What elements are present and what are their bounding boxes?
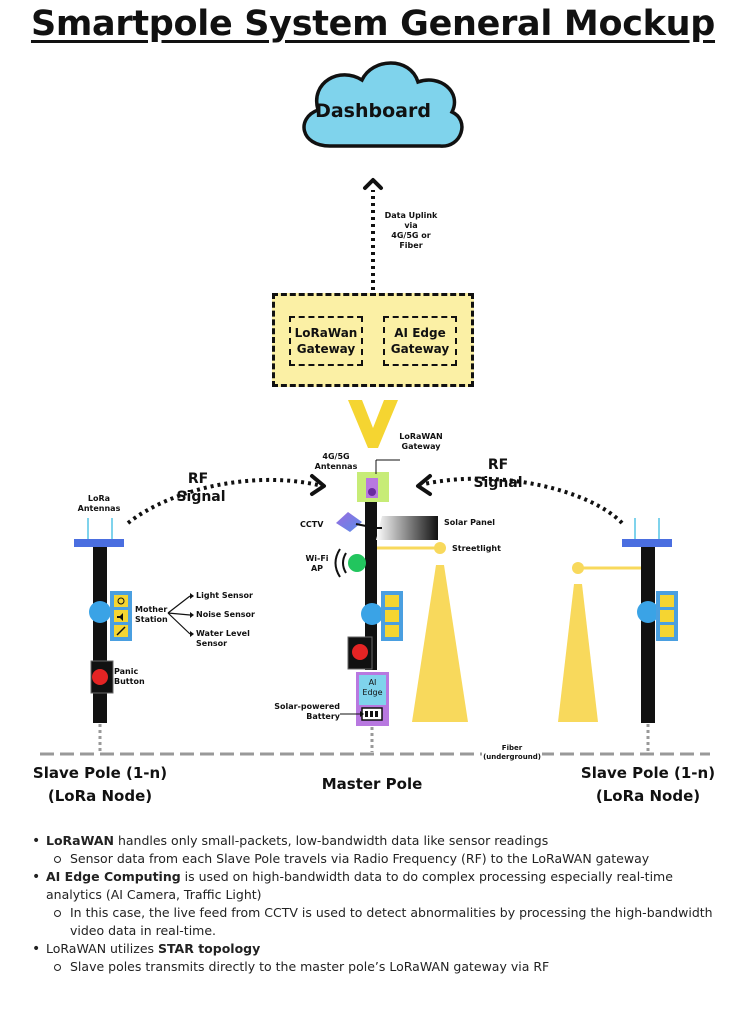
note-star-topology-sub: Slave poles transmits directly to the ma… bbox=[28, 958, 728, 976]
right-slave-pole bbox=[558, 518, 678, 752]
uplink-label: Data Uplink via 4G/5G or Fiber bbox=[384, 211, 438, 250]
rf-arc-right bbox=[423, 476, 624, 525]
solar-panel-label: Solar Panel bbox=[444, 518, 496, 527]
page-title: Smartpole System General Mockup bbox=[30, 4, 716, 44]
dashboard-label: Dashboard bbox=[315, 100, 431, 122]
note-lorawan-sub: Sensor data from each Slave Pole travels… bbox=[28, 850, 728, 868]
master-pole-label: Master Pole bbox=[321, 775, 423, 793]
gateway-chevron bbox=[348, 400, 398, 448]
streetlight-label: Streetlight bbox=[452, 544, 501, 553]
note-ai-edge-sub: In this case, the live feed from CCTV is… bbox=[28, 904, 728, 940]
fiber-label: Fiber(underground) bbox=[482, 744, 542, 762]
dashboard-cloud bbox=[302, 61, 464, 148]
left-slave-pole-label: Slave Pole (1-n)(LoRa Node) bbox=[32, 764, 168, 805]
right-slave-pole-label: Slave Pole (1-n)(LoRa Node) bbox=[580, 764, 716, 805]
left-slave-pole bbox=[74, 518, 194, 752]
master-pole bbox=[334, 459, 468, 752]
uplink-arrow bbox=[363, 178, 383, 290]
rf-arc-left bbox=[126, 478, 319, 525]
light-cone-right bbox=[558, 584, 598, 722]
light-sensor-label: Light Sensor bbox=[196, 591, 253, 600]
light-cone-master bbox=[412, 565, 468, 722]
note-star-topology: LoRaWAN utilizes STAR topology bbox=[28, 940, 728, 958]
notes-list: LoRaWAN handles only small-packets, low-… bbox=[28, 832, 728, 976]
note-ai-edge: AI Edge Computing is used on high-bandwi… bbox=[28, 868, 728, 904]
noise-sensor-label: Noise Sensor bbox=[196, 610, 255, 619]
cctv-label: CCTV bbox=[300, 520, 324, 529]
note-lorawan: LoRaWAN handles only small-packets, low-… bbox=[28, 832, 728, 850]
